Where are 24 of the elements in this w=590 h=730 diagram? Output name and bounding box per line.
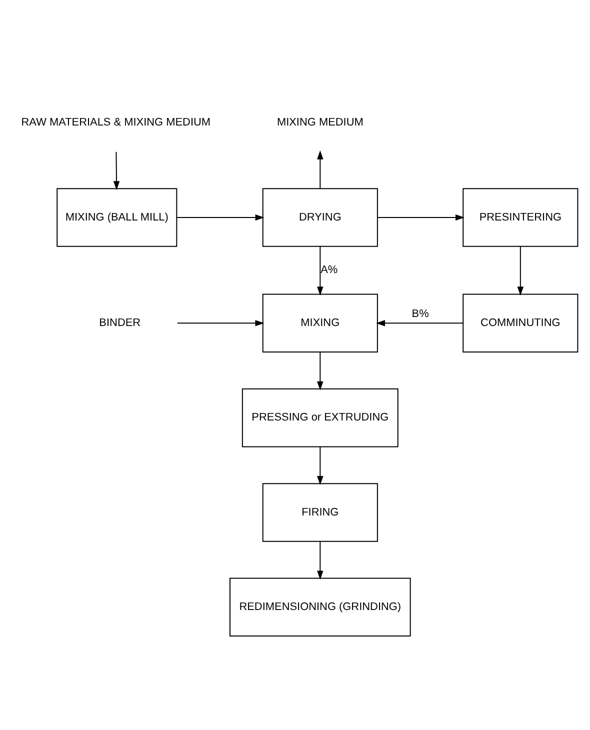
node-text: MIXING MEDIUM xyxy=(276,116,364,129)
arrow xyxy=(517,246,524,296)
node-box: REDIMENSIONING (GRINDING) xyxy=(229,578,411,637)
node-text: RAW MATERIALS & MIXING MEDIUM xyxy=(21,116,211,129)
node-box: MIXING xyxy=(262,294,378,353)
arrow xyxy=(317,352,324,390)
node-box: PRESINTERING xyxy=(462,188,578,247)
node-box: MIXING (BALL MILL) xyxy=(56,188,178,247)
arrow xyxy=(376,320,464,326)
arrow xyxy=(377,214,464,221)
arrow xyxy=(317,541,324,580)
arrow xyxy=(176,214,264,221)
arrow xyxy=(317,246,324,296)
edge-label: A% xyxy=(320,264,338,276)
arrow xyxy=(317,446,324,486)
node-text: BINDER xyxy=(99,316,141,329)
arrow xyxy=(176,320,264,326)
arrow xyxy=(113,151,120,190)
node-box: DRYING xyxy=(262,188,378,247)
node-box: COMMINUTING xyxy=(462,294,578,353)
arrow xyxy=(317,150,324,190)
edge-label: B% xyxy=(412,308,429,320)
node-box: PRESSING or EXTRUDING xyxy=(242,388,398,448)
node-box: FIRING xyxy=(262,483,378,542)
